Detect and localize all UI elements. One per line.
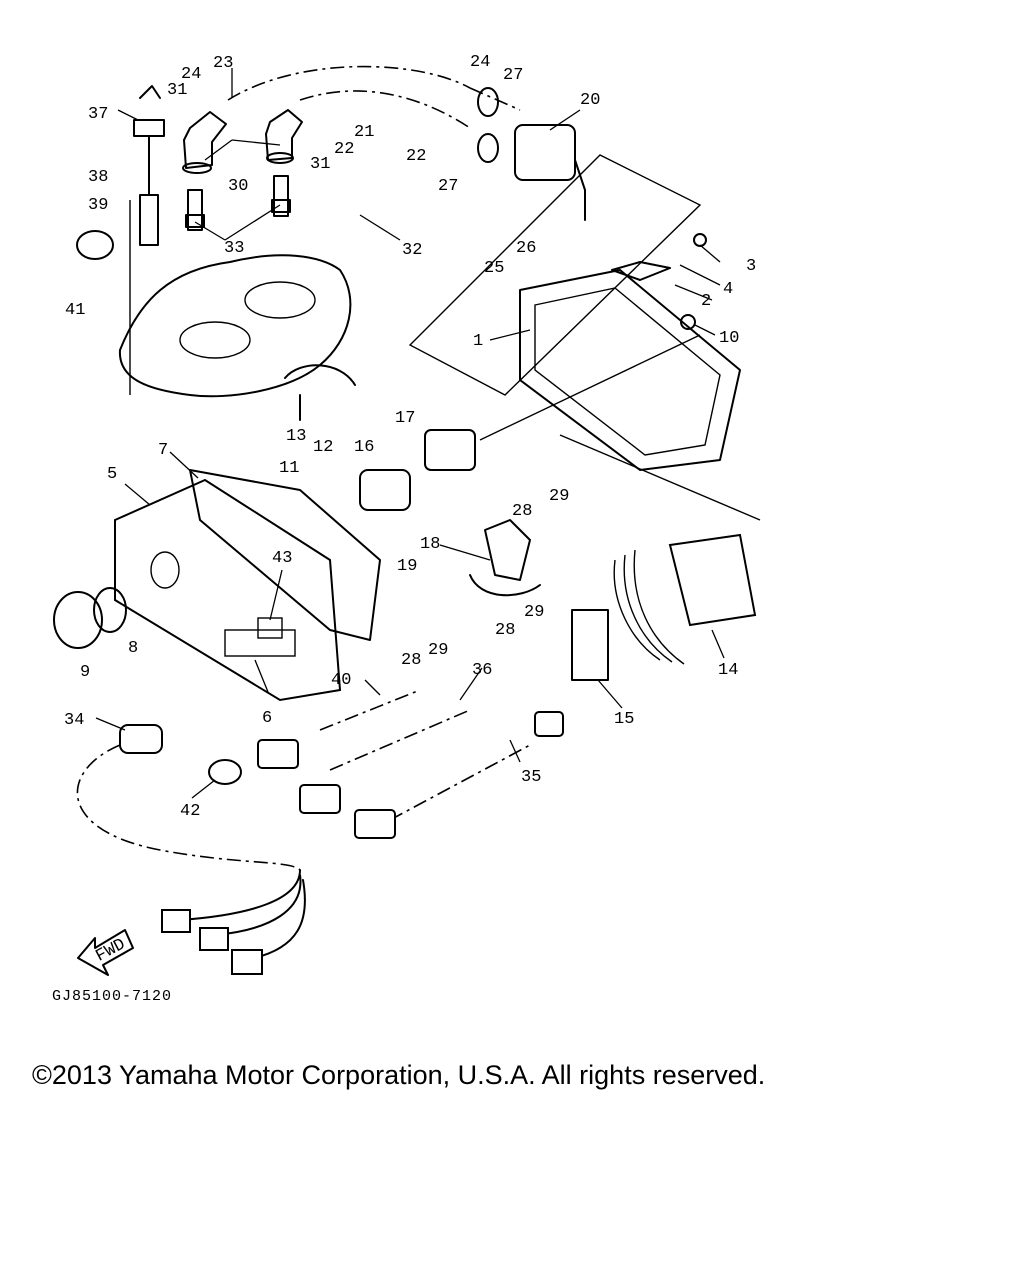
callout-31a: 31 <box>167 81 187 100</box>
callout-12: 12 <box>313 438 333 457</box>
callout-42: 42 <box>180 802 200 821</box>
callout-9: 9 <box>80 663 90 682</box>
parts-diagram: FWD 1 2 3 4 5 6 7 8 <box>53 53 761 976</box>
callout-21: 21 <box>354 123 374 142</box>
bracket <box>611 233 707 330</box>
callout-4: 4 <box>723 280 733 299</box>
callout-16: 16 <box>354 438 374 457</box>
wire-harness <box>76 724 306 975</box>
callout-31b: 31 <box>310 155 330 174</box>
callout-34: 34 <box>64 711 84 730</box>
callout-6: 6 <box>262 709 272 728</box>
electrical-box-frame <box>408 154 761 521</box>
callout-2: 2 <box>701 292 711 311</box>
electrical-box <box>519 269 741 471</box>
leader-lines <box>95 68 725 799</box>
callout-20: 20 <box>580 91 600 110</box>
callout-17: 17 <box>395 409 415 428</box>
callout-28c: 28 <box>495 621 515 640</box>
callout-33: 33 <box>224 239 244 258</box>
callout-10: 10 <box>719 329 739 348</box>
high-tension-leads <box>257 689 564 839</box>
callout-18: 18 <box>420 535 440 554</box>
cylinder-head <box>118 254 352 398</box>
spark-plug <box>185 175 291 231</box>
callout-24a: 24 <box>181 65 201 84</box>
callout-29a: 29 <box>549 487 569 506</box>
callout-19: 19 <box>397 557 417 576</box>
callout-13: 13 <box>286 427 306 446</box>
diagram-code: GJ85100-7120 <box>52 988 173 1005</box>
starter-relay <box>359 334 701 511</box>
callout-40: 40 <box>331 671 351 690</box>
callout-35: 35 <box>521 768 541 787</box>
callout-14: 14 <box>718 661 738 680</box>
callout-27b: 27 <box>438 177 458 196</box>
callout-24b: 24 <box>470 53 490 72</box>
cdi-unit <box>613 533 757 665</box>
callout-11: 11 <box>279 459 299 478</box>
clamp <box>76 230 242 785</box>
cover-gasket <box>189 469 381 641</box>
fwd-label: FWD <box>93 935 129 966</box>
callout-29c: 29 <box>524 603 544 622</box>
spark-plug-cap <box>182 109 303 174</box>
pulser-lead <box>284 364 356 421</box>
copyright-notice: ©2013 Yamaha Motor Corporation, U.S.A. A… <box>32 1060 766 1090</box>
callout-22a: 22 <box>334 140 354 159</box>
grommet <box>53 587 127 649</box>
callout-30: 30 <box>228 177 248 196</box>
callout-28a: 28 <box>512 502 532 521</box>
callout-15: 15 <box>614 710 634 729</box>
ignition-cable-lines <box>227 65 521 129</box>
callout-3: 3 <box>746 257 756 276</box>
callout-1: 1 <box>473 332 483 351</box>
callout-38: 38 <box>88 168 108 187</box>
callout-37: 37 <box>88 105 108 124</box>
callout-39: 39 <box>88 196 108 215</box>
electrical-box-cover <box>114 478 342 702</box>
callout-27a: 27 <box>503 66 523 85</box>
callout-23: 23 <box>213 54 233 73</box>
thermo-sensor <box>129 85 165 395</box>
fuse-holder <box>469 519 541 597</box>
callout-41: 41 <box>65 301 85 320</box>
cdi-bracket <box>571 609 609 681</box>
callout-32: 32 <box>402 241 422 260</box>
ignition-coil <box>477 87 586 221</box>
callout-28b: 28 <box>401 651 421 670</box>
callout-8: 8 <box>128 639 138 658</box>
callout-29b: 29 <box>428 641 448 660</box>
callout-36: 36 <box>472 661 492 680</box>
callout-labels: 1 2 3 4 5 6 7 8 9 10 11 12 13 14 15 16 1… <box>64 53 756 821</box>
callout-7: 7 <box>158 441 168 460</box>
callout-43: 43 <box>272 549 292 568</box>
callout-5: 5 <box>107 465 117 484</box>
fwd-arrow: FWD <box>77 929 134 976</box>
callout-22b: 22 <box>406 147 426 166</box>
callout-26: 26 <box>516 239 536 258</box>
callout-25: 25 <box>484 259 504 278</box>
